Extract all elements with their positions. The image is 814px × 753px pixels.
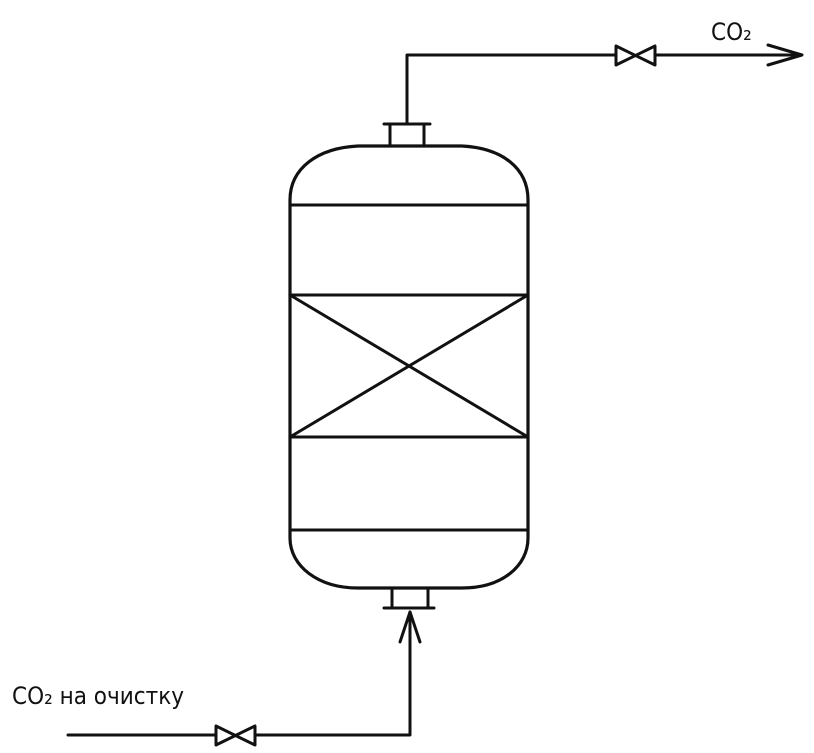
outlet-pipeline [405,43,804,126]
outlet-valve-icon [614,44,657,67]
packed-bed-cross-b [288,293,530,439]
inlet-arrowhead [398,610,422,644]
inlet-valve-icon [214,724,257,747]
bottom-nozzle [382,586,436,610]
outlet-arrowhead [766,43,804,67]
inlet-pipeline [66,610,422,737]
adsorber-vessel [288,144,530,590]
top-nozzle [382,122,432,148]
outlet-label: CO₂ [711,18,752,46]
vessel-shell [288,144,530,590]
inlet-label: CO₂ на очистку [12,682,184,710]
